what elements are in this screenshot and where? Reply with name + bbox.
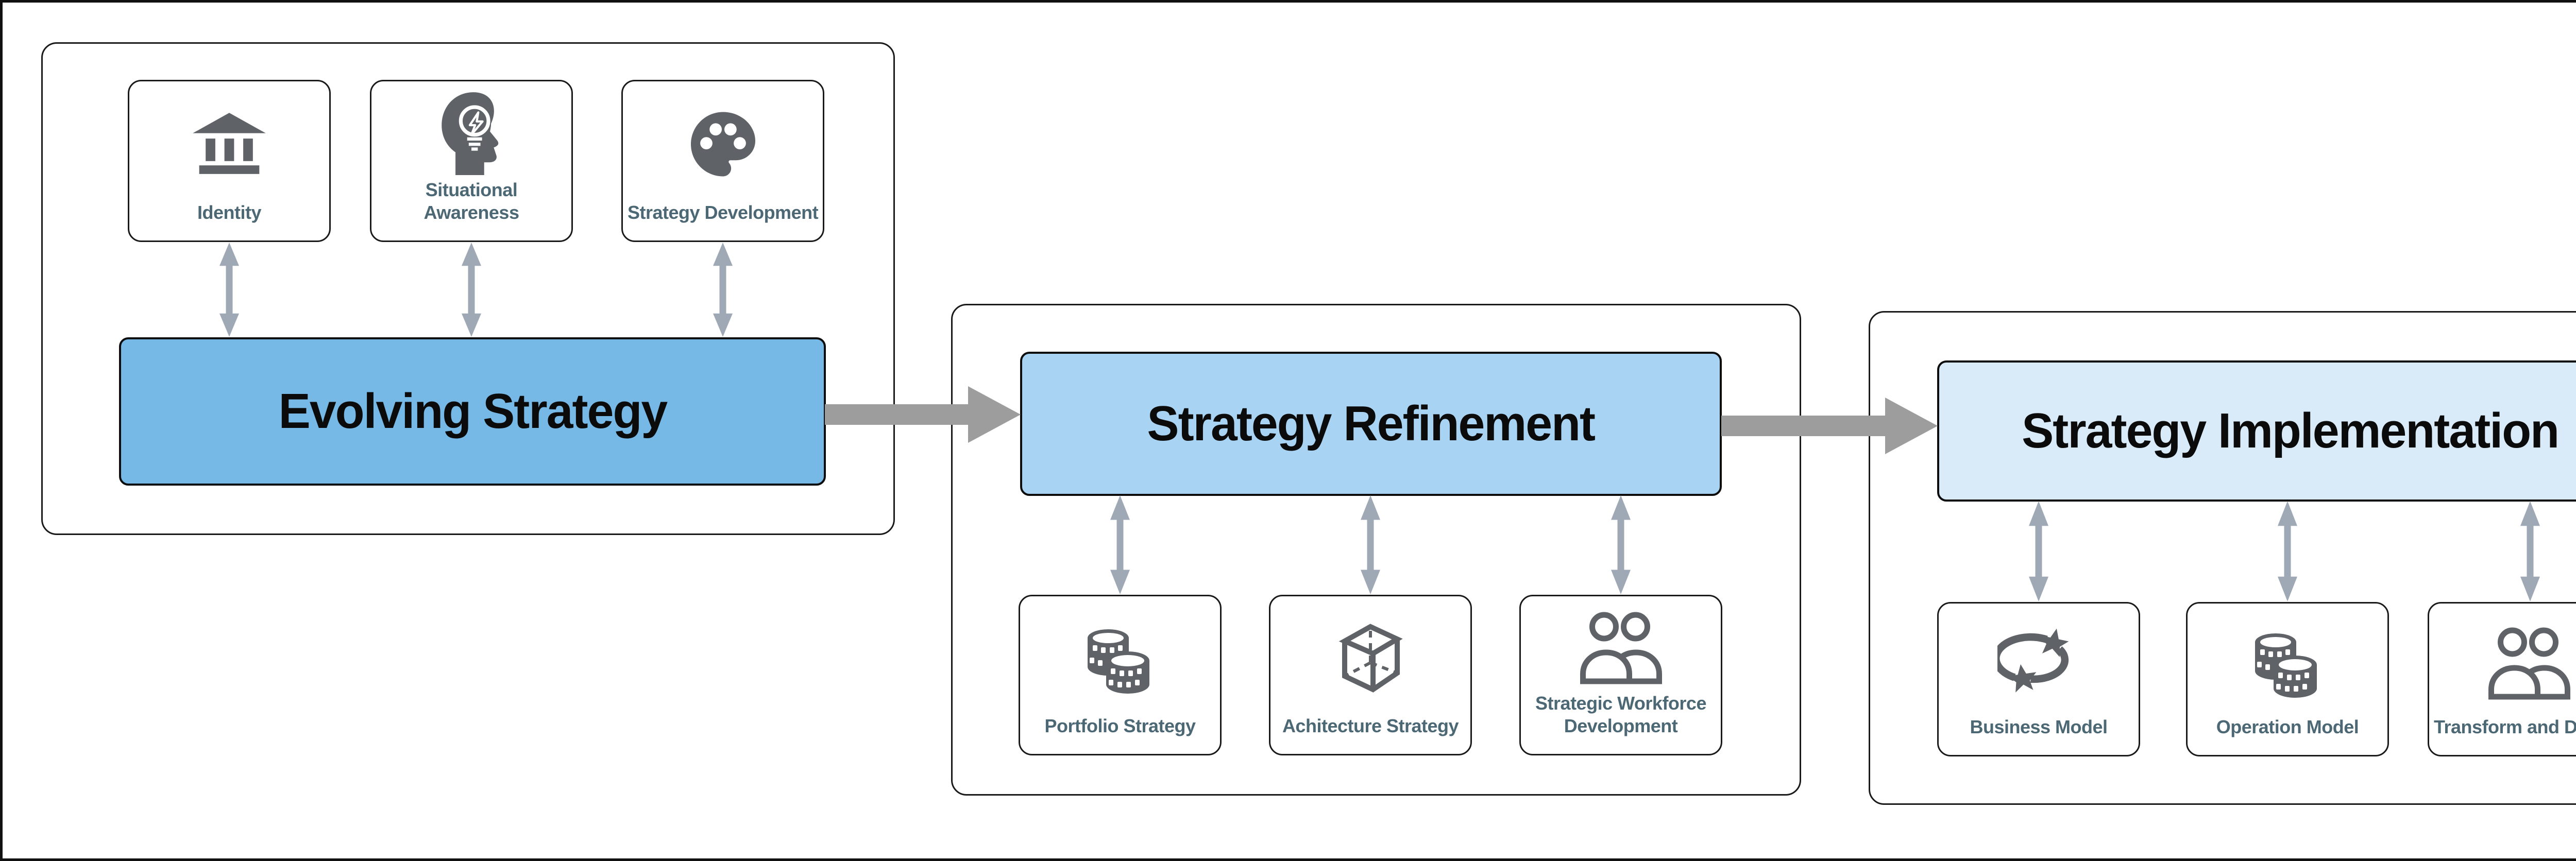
card-label: Business Model [1970,716,2108,738]
strategy-implementation-box: Strategy Implementation [1937,360,2576,502]
link-arrow-portfolio [1110,495,1130,594]
coins-icon [2255,633,2317,698]
card-portfolio-strategy: Portfolio Strategy [1019,595,1222,755]
link-arrow-transform-deploy [2520,501,2540,601]
card-transform-and-deploy: Transform and Deploy [2428,602,2576,756]
people-icon [2488,627,2570,700]
cycle-stars-icon [1997,628,2069,693]
card-label: Situational Awareness [423,179,519,223]
card-identity: Identity [128,80,331,242]
link-arrow-workforce [1611,495,1631,594]
card-operation-model: Operation Model [2186,602,2389,756]
card-achitecture-strategy: Achitecture Strategy [1269,595,1472,755]
card-strategy-development: Strategy Development [621,80,824,242]
link-arrow-business-model [2029,501,2048,601]
palette-icon [690,112,755,177]
card-label: Operation Model [2216,716,2359,738]
phase-title: Strategy Refinement [1147,396,1596,451]
flow-arrow-1 [825,386,1021,443]
strategy-refinement-box: Strategy Refinement [1020,352,1722,496]
card-situational-awareness: Situational Awareness [370,80,573,242]
cube-icon [1338,624,1403,693]
flow-arrow-2 [1721,398,1938,454]
link-arrow-strategy-development [713,243,733,337]
evolving-strategy-box: Evolving Strategy [119,337,826,486]
card-label: Identity [197,202,262,223]
card-label: Transform and Deploy [2433,716,2576,738]
head-lightbulb-icon [442,92,499,176]
card-label: Strategy Development [627,202,819,223]
link-arrow-achitecture [1361,495,1380,594]
link-arrow-operation-model [2278,501,2297,601]
link-arrow-situational [462,243,481,337]
phase-title: Evolving Strategy [278,384,668,439]
bank-icon [193,113,266,174]
card-strategic-workforce-development: Strategic Workforce Development [1519,595,1722,755]
card-label: Achitecture Strategy [1282,715,1459,737]
card-label: Strategic Workforce Development [1535,693,1706,737]
phase-title: Strategy Implementation [2022,403,2560,458]
card-business-model: Business Model [1937,602,2140,756]
coins-icon [1088,629,1149,694]
people-icon [1580,612,1662,684]
card-label: Portfolio Strategy [1044,715,1196,737]
link-arrow-identity [219,243,239,337]
